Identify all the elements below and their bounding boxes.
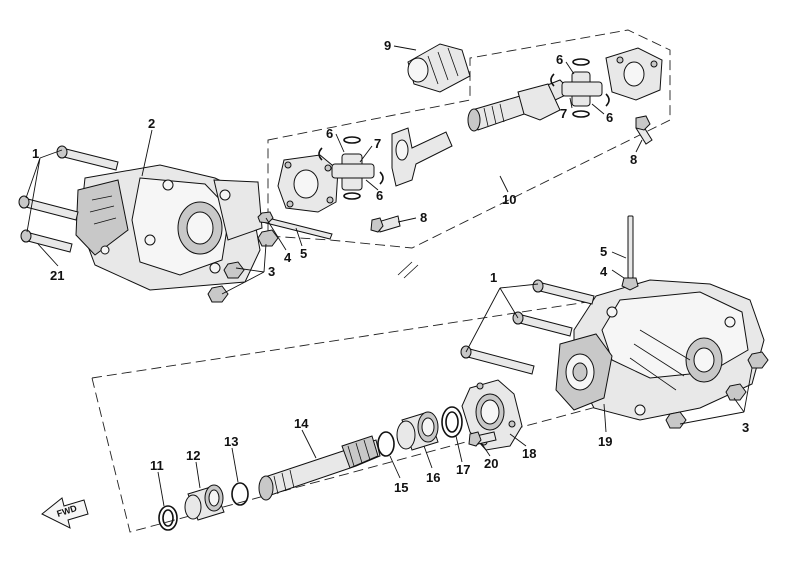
callout-15: 15 <box>394 480 408 495</box>
callout-8-front: 8 <box>420 210 427 225</box>
callout-9: 9 <box>384 38 391 53</box>
callout-7-rear: 7 <box>560 106 567 121</box>
leader-lines <box>25 45 753 507</box>
seal-17 <box>441 406 463 438</box>
callout-3-front: 3 <box>268 264 275 279</box>
callout-17: 17 <box>456 462 470 477</box>
callout-labels: 1 2 3 4 5 21 9 6 7 6 8 6 7 6 8 10 5 4 1 … <box>32 38 749 495</box>
callout-6-front-bottom: 6 <box>376 188 383 203</box>
rear-bolt-8 <box>635 115 653 145</box>
callout-8-rear: 8 <box>630 152 637 167</box>
callout-21: 21 <box>50 268 64 283</box>
callout-4-rear: 4 <box>600 264 608 279</box>
callout-2: 2 <box>148 116 155 131</box>
rear-stud <box>621 215 639 291</box>
callout-5-front: 5 <box>300 246 307 261</box>
boot <box>407 43 471 93</box>
callout-3-rear: 3 <box>742 420 749 435</box>
rear-ujoint-cross <box>550 58 610 118</box>
callout-20: 20 <box>484 456 498 471</box>
flange-bolt-20 <box>468 431 497 447</box>
fwd-arrow-icon: FWD <box>41 497 89 529</box>
front-stud <box>257 211 333 240</box>
shaft-group-outline <box>267 29 671 249</box>
break-mark-b <box>403 264 419 279</box>
callout-14: 14 <box>294 416 309 431</box>
snap-ring-13 <box>231 482 249 506</box>
callout-12: 12 <box>186 448 200 463</box>
callout-6-rear-bottom: 6 <box>606 110 613 125</box>
callout-11: 11 <box>150 458 164 473</box>
callout-5-rear: 5 <box>600 244 607 259</box>
pinion-shaft <box>258 435 381 501</box>
callout-6-front-top: 6 <box>326 126 333 141</box>
callout-7-front: 7 <box>374 136 381 151</box>
front-flange-yoke <box>277 154 339 213</box>
rear-differential <box>555 279 765 421</box>
callout-18: 18 <box>522 446 536 461</box>
rear-nuts <box>665 351 769 429</box>
rear-splined-shaft <box>467 79 573 132</box>
snap-ring-15 <box>377 431 395 457</box>
front-nuts <box>207 229 279 303</box>
bearing-16 <box>396 411 439 451</box>
callout-16: 16 <box>426 470 440 485</box>
callout-19: 19 <box>598 434 612 449</box>
callout-6-rear-top: 6 <box>556 52 563 67</box>
front-long-bolts <box>18 145 119 253</box>
callout-1-rear: 1 <box>490 270 497 285</box>
seal-11 <box>158 505 178 531</box>
break-mark-a <box>397 261 413 276</box>
bushing-12 <box>184 484 225 521</box>
front-ujoint-cross <box>318 136 384 200</box>
callout-4-front: 4 <box>284 250 292 265</box>
front-bolt-8 <box>370 215 401 233</box>
callout-10: 10 <box>502 192 516 207</box>
front-slip-yoke <box>391 127 453 187</box>
rear-assembly-outline <box>91 299 601 533</box>
callout-13: 13 <box>224 434 238 449</box>
callout-1-front: 1 <box>32 146 39 161</box>
rear-flange-yoke <box>605 47 663 101</box>
front-gearcase <box>75 164 263 291</box>
